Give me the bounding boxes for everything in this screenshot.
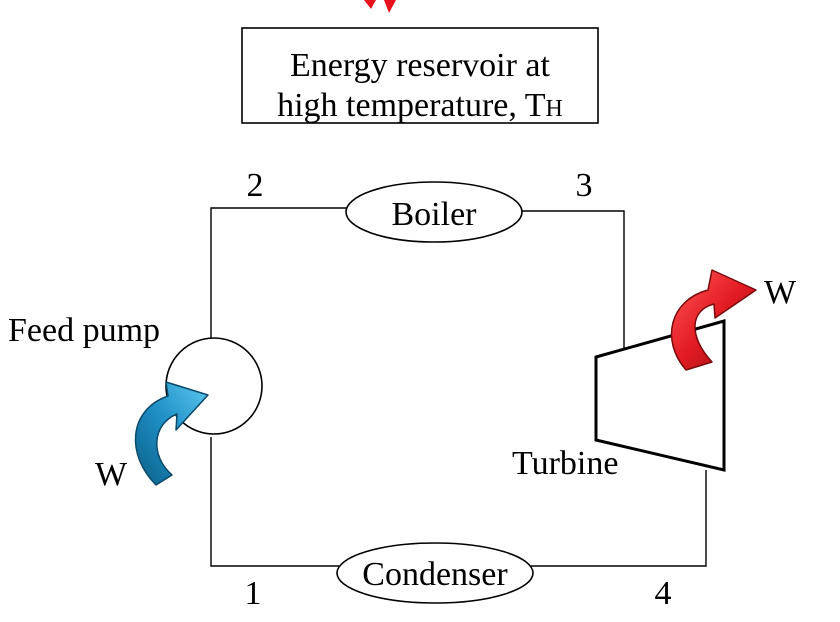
pump-label: Feed pump	[8, 312, 160, 349]
state-label-1: 1	[245, 575, 262, 612]
turbine-work-arrow	[670, 269, 757, 371]
pump-work-label: W	[95, 456, 128, 493]
turbine-work-label: W	[764, 274, 797, 311]
state-label-3: 3	[576, 167, 593, 204]
boiler: Boiler	[345, 181, 523, 243]
boiler-ellipse	[345, 181, 523, 243]
condenser-ellipse	[336, 542, 534, 604]
state-label-2: 2	[247, 167, 264, 204]
cycle-piping	[210, 207, 707, 567]
pipe-turbine-to-condenser	[531, 470, 707, 567]
reservoir-label-line2: high temperature, TH	[277, 87, 563, 124]
boiler-label: Boiler	[392, 196, 478, 233]
condenser: Condenser	[336, 542, 534, 604]
state-label-4: 4	[655, 575, 672, 612]
turbine-label: Turbine	[512, 445, 618, 482]
pipe-condenser-to-pump	[210, 437, 339, 567]
reservoir-label-line1: Energy reservoir at	[290, 47, 550, 84]
condenser-label: Condenser	[362, 556, 508, 593]
feed-pump: Feed pump	[8, 312, 263, 435]
reservoir-box	[241, 27, 599, 124]
pump-work-arrow	[134, 381, 209, 486]
title-fragment	[364, 0, 396, 13]
high-temperature-reservoir: Energy reservoir at high temperature, TH	[241, 27, 599, 124]
pipe-pump-to-boiler	[210, 207, 349, 343]
pipe-boiler-to-turbine	[521, 210, 625, 357]
